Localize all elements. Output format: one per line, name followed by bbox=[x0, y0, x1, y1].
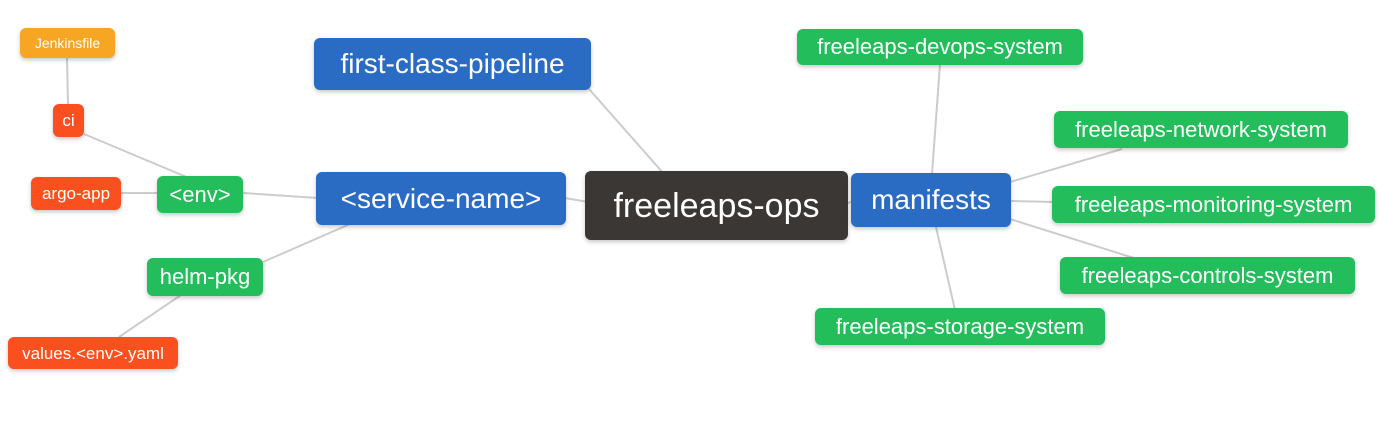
node-label: manifests bbox=[871, 184, 991, 215]
edge-helm-pkg-service-name bbox=[262, 223, 351, 263]
node-label: ci bbox=[62, 111, 75, 130]
node-manifests[interactable]: manifests bbox=[851, 173, 1011, 227]
node-freeleaps-ops[interactable]: freeleaps-ops bbox=[585, 171, 848, 240]
edge-env-service-name bbox=[242, 192, 319, 199]
edge-jenkinsfile-ci bbox=[66, 57, 69, 105]
node-ci[interactable]: ci bbox=[53, 104, 84, 137]
node-freeleaps-devops-system[interactable]: freeleaps-devops-system bbox=[797, 29, 1083, 65]
node-values-env-yaml[interactable]: values.<env>.yaml bbox=[8, 337, 178, 369]
node-env[interactable]: <env> bbox=[157, 176, 243, 213]
node-freeleaps-storage-system[interactable]: freeleaps-storage-system bbox=[815, 308, 1105, 345]
node-label: freeleaps-storage-system bbox=[835, 313, 1085, 339]
node-freeleaps-controls-system[interactable]: freeleaps-controls-system bbox=[1060, 257, 1355, 294]
node-label: helm-pkg bbox=[159, 264, 251, 289]
node-argo-app[interactable]: argo-app bbox=[31, 177, 121, 210]
edge-ci-env bbox=[83, 133, 197, 182]
node-label: <service-name> bbox=[340, 182, 542, 214]
edge-manifests-freeleaps-controls-system bbox=[1009, 218, 1138, 260]
edge-manifests-freeleaps-monitoring-system bbox=[1009, 200, 1055, 203]
node-label: freeleaps-monitoring-system bbox=[1074, 191, 1353, 217]
edge-manifests-freeleaps-devops-system bbox=[931, 63, 941, 175]
edge-manifests-freeleaps-network-system bbox=[1009, 148, 1123, 183]
edge-values-env-yaml-helm-pkg bbox=[118, 294, 182, 338]
node-label: freeleaps-ops bbox=[613, 186, 820, 225]
node-service-name[interactable]: <service-name> bbox=[316, 172, 566, 225]
node-label: freeleaps-devops-system bbox=[817, 34, 1063, 59]
node-label: values.<env>.yaml bbox=[22, 343, 164, 363]
node-freeleaps-network-system[interactable]: freeleaps-network-system bbox=[1054, 111, 1348, 148]
node-first-class-pipeline[interactable]: first-class-pipeline bbox=[314, 38, 591, 90]
edge-first-class-pipeline-freeleaps-ops bbox=[588, 88, 665, 175]
node-label: Jenkinsfile bbox=[34, 35, 101, 51]
node-helm-pkg[interactable]: helm-pkg bbox=[147, 258, 263, 296]
node-label: <env> bbox=[169, 181, 231, 207]
node-label: argo-app bbox=[41, 184, 111, 203]
node-jenkinsfile[interactable]: Jenkinsfile bbox=[20, 28, 115, 58]
node-label: freeleaps-network-system bbox=[1075, 116, 1327, 142]
edge-manifests-freeleaps-storage-system bbox=[935, 226, 956, 311]
node-freeleaps-monitoring-system[interactable]: freeleaps-monitoring-system bbox=[1052, 186, 1375, 223]
node-label: first-class-pipeline bbox=[340, 48, 565, 79]
node-label: freeleaps-controls-system bbox=[1081, 262, 1334, 288]
